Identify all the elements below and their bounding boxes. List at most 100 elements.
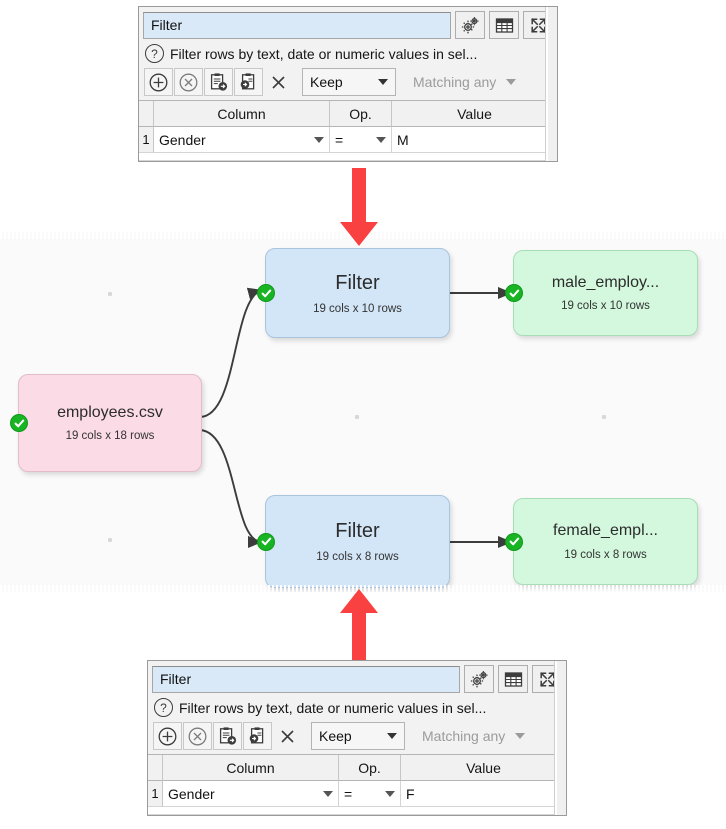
filter-panel-top[interactable]: Filter: [138, 6, 558, 162]
canvas-top-edge: [0, 232, 726, 239]
clear-icon[interactable]: [264, 68, 293, 96]
cell-value-text: M: [397, 131, 409, 148]
chevron-down-icon: [506, 79, 517, 85]
filter-conditions-table: Column Op. Value 1 Gender = M: [139, 100, 557, 161]
chevron-down-icon: [376, 136, 386, 143]
cell-op[interactable]: =: [339, 781, 401, 807]
status-badge: [257, 284, 275, 302]
col-header-value[interactable]: Value: [401, 755, 566, 781]
col-header-value[interactable]: Value: [392, 101, 557, 127]
panel-help-row: ? Filter rows by text, date or numeric v…: [143, 39, 553, 65]
matching-dropdown: Matching any: [414, 722, 533, 750]
node-subtitle: 19 cols x 8 rows: [316, 551, 399, 563]
flow-canvas[interactable]: employees.csv 19 cols x 18 rows Filter 1…: [0, 232, 726, 592]
chevron-down-icon: [385, 790, 395, 797]
col-header-op[interactable]: Op.: [339, 755, 401, 781]
panel-title-text: Filter: [151, 17, 183, 33]
node-title: male_employ...: [551, 273, 660, 291]
canvas-grid-dot: [602, 415, 606, 419]
table-row[interactable]: 1 Gender = F: [148, 781, 566, 807]
node-title: female_empl...: [553, 522, 658, 540]
node-filter-female[interactable]: Filter 19 cols x 8 rows: [257, 495, 450, 588]
node-title: Filter: [335, 271, 380, 294]
connector-source-to-filter-male: [199, 287, 263, 418]
matching-dropdown-label: Matching any: [422, 728, 506, 744]
table-row[interactable]: 1 Gender = M: [139, 127, 557, 153]
add-icon[interactable]: [153, 722, 182, 750]
gears-icon[interactable]: [464, 665, 494, 693]
cell-value-text: F: [406, 785, 415, 802]
node-subtitle: 19 cols x 18 rows: [65, 430, 155, 443]
table-icon[interactable]: [489, 11, 519, 39]
keep-dropdown-label: Keep: [310, 74, 343, 90]
chevron-down-icon: [387, 733, 397, 739]
table-icon[interactable]: [498, 665, 528, 693]
delete-icon[interactable]: [174, 68, 203, 96]
connector-source-to-filter-female: [199, 429, 263, 549]
matching-dropdown: Matching any: [405, 68, 524, 96]
panel-title-input[interactable]: Filter: [152, 665, 460, 693]
node-subtitle: 19 cols x 10 rows: [561, 300, 650, 313]
canvas-grid-dot: [108, 292, 112, 296]
canvas-bottom-edge: [0, 585, 726, 592]
help-icon[interactable]: ?: [145, 44, 164, 63]
col-header-column[interactable]: Column: [163, 755, 339, 781]
status-badge: [257, 532, 275, 551]
status-badge: [10, 414, 28, 432]
panel-vertical-scrollbar[interactable]: [554, 661, 566, 815]
node-female-output[interactable]: female_empl... 19 cols x 8 rows: [505, 498, 698, 585]
row-number: 1: [148, 781, 163, 807]
node-male-output[interactable]: male_employ... 19 cols x 10 rows: [505, 250, 698, 336]
gears-icon[interactable]: [455, 11, 485, 39]
chevron-down-icon: [378, 79, 388, 85]
copy-icon[interactable]: [213, 722, 242, 750]
panel-title-text: Filter: [160, 671, 192, 687]
keep-dropdown[interactable]: Keep: [302, 68, 396, 96]
help-icon[interactable]: ?: [154, 698, 173, 717]
filter-conditions-table: Column Op. Value 1 Gender = F: [148, 754, 566, 815]
node-employees-csv[interactable]: employees.csv 19 cols x 18 rows: [10, 374, 202, 472]
panel-vertical-scrollbar[interactable]: [545, 7, 557, 161]
table-empty-space: [148, 807, 566, 815]
panel-toolbar: Keep Matching any: [143, 65, 553, 100]
table-header-row: Column Op. Value: [148, 755, 566, 781]
filter-panel-bottom[interactable]: Filter: [147, 660, 567, 816]
cell-value[interactable]: M: [392, 127, 557, 153]
panel-title-input[interactable]: Filter: [143, 11, 451, 39]
panel-help-row: ? Filter rows by text, date or numeric v…: [152, 693, 562, 719]
callout-arrow-bottom: [340, 589, 378, 667]
copy-icon[interactable]: [204, 68, 233, 96]
cell-column[interactable]: Gender: [154, 127, 330, 153]
cell-value[interactable]: F: [401, 781, 566, 807]
matching-dropdown-label: Matching any: [413, 74, 497, 90]
col-header-column[interactable]: Column: [154, 101, 330, 127]
cell-op-value: =: [335, 131, 344, 148]
table-empty-space: [139, 153, 557, 161]
cell-column-value: Gender: [159, 131, 206, 148]
panel-help-text: Filter rows by text, date or numeric val…: [179, 699, 487, 716]
keep-dropdown[interactable]: Keep: [311, 722, 405, 750]
chevron-down-icon: [323, 790, 333, 797]
paste-icon[interactable]: [234, 68, 263, 96]
panel-header-row: Filter: [152, 665, 562, 693]
delete-icon[interactable]: [183, 722, 212, 750]
node-subtitle: 19 cols x 10 rows: [313, 302, 402, 315]
chevron-down-icon: [314, 136, 324, 143]
col-header-rownum: [148, 755, 163, 781]
cell-column[interactable]: Gender: [163, 781, 339, 807]
status-badge: [505, 532, 523, 551]
clear-icon[interactable]: [273, 722, 302, 750]
node-filter-male[interactable]: Filter 19 cols x 10 rows: [257, 248, 450, 338]
panel-help-text: Filter rows by text, date or numeric val…: [170, 45, 478, 62]
chevron-down-icon: [515, 733, 526, 739]
node-title: employees.csv: [57, 403, 163, 421]
cell-op-value: =: [344, 785, 353, 802]
cell-op[interactable]: =: [330, 127, 392, 153]
add-icon[interactable]: [144, 68, 173, 96]
paste-icon[interactable]: [243, 722, 272, 750]
node-title: Filter: [335, 520, 380, 542]
panel-toolbar: Keep Matching any: [152, 719, 562, 754]
node-subtitle: 19 cols x 8 rows: [564, 548, 647, 561]
col-header-op[interactable]: Op.: [330, 101, 392, 127]
col-header-rownum: [139, 101, 154, 127]
